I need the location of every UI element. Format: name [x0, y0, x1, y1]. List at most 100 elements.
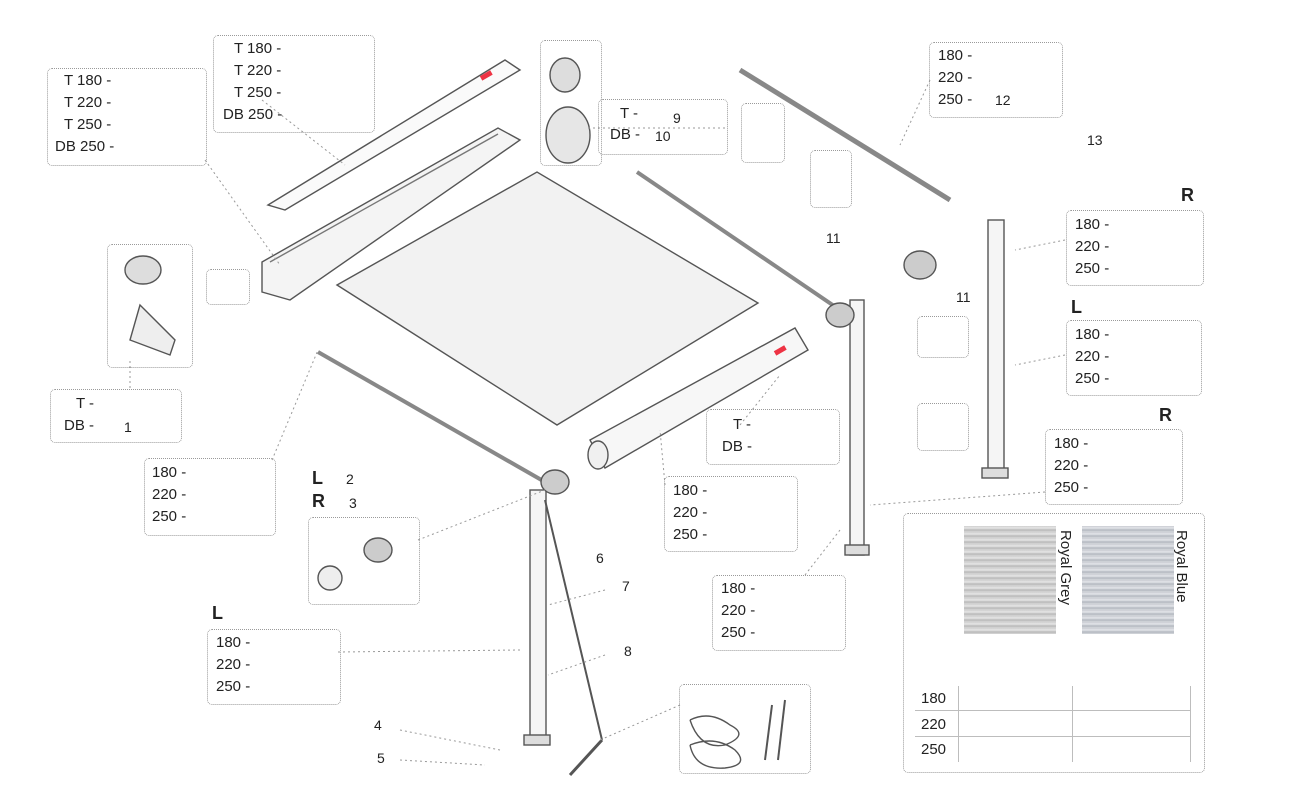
box-front-left-top-line-4: DB 250 -: [55, 138, 115, 155]
fabric-size-180: 180: [921, 690, 947, 707]
front-profile-rail: [261, 127, 522, 301]
box-front-center-top-line-1: T 180 -: [234, 40, 282, 57]
swatch-royal-grey: [964, 526, 1056, 634]
box-front-center-top-line-4: DB 250 -: [223, 106, 283, 123]
box-rear-rail-right-line-2: 220 -: [938, 69, 973, 86]
side-label-L-leg: L: [212, 603, 223, 623]
box-leg-right-l-line-1: 180 -: [1075, 326, 1110, 343]
box-small-bracket-left: [206, 269, 250, 305]
left-rafter: [317, 350, 546, 484]
right-rafter: [635, 170, 842, 312]
box-leg-right-r2-line-2: 220 -: [1054, 457, 1089, 474]
swatch-royal-blue: [1082, 526, 1174, 634]
box-rear-rail-right-line-1: 180 -: [938, 47, 973, 64]
box-front-rail-lengths-line-2: 220 -: [673, 504, 708, 521]
box-leg-center-line-2: 220 -: [721, 602, 756, 619]
box-front-rail-lengths-line-1: 180 -: [673, 482, 708, 499]
side-label-R-right: R: [1159, 405, 1172, 425]
fabric-table-divider-1: [915, 710, 1191, 711]
box-leg-left: [207, 629, 341, 705]
box-leg-right-r2: [1045, 429, 1183, 505]
rear-rail: [738, 67, 952, 203]
box-leg-left-line-1: 180 -: [216, 634, 251, 651]
box-rafter-left-line-1: 180 -: [152, 464, 187, 481]
callout-12: 12: [995, 92, 1011, 108]
box-front-center-top: [213, 35, 375, 133]
box-end-cap-left-line-2: DB -: [64, 417, 94, 434]
side-label-R-joint: R: [312, 491, 325, 511]
box-leg-right-r2-line-3: 250 -: [1054, 479, 1089, 496]
box-end-cap-left-variant: [50, 389, 182, 443]
side-label-L-right: L: [1071, 297, 1082, 317]
top-cover: [266, 59, 522, 211]
box-end-cap-left: [107, 244, 193, 368]
callout-2: 2: [346, 471, 354, 487]
box-leg-center-line-3: 250 -: [721, 624, 756, 641]
callout-1: 1: [124, 419, 132, 435]
box-leg-right-r-line-2: 220 -: [1075, 238, 1110, 255]
box-front-rail-lengths: [664, 476, 798, 552]
box-leg-right-r2-line-1: 180 -: [1054, 435, 1089, 452]
side-label-L-joint: L: [312, 468, 323, 488]
box-front-left-top-line-1: T 180 -: [64, 72, 112, 89]
fabric-sheet: [335, 171, 760, 426]
box-leg-left-line-2: 220 -: [216, 656, 251, 673]
fabric-table-col-1: [958, 686, 959, 762]
box-rear-rail-right: [929, 42, 1063, 118]
side-label-R-top: R: [1181, 185, 1194, 205]
box-leg-right-r: [1066, 210, 1204, 286]
box-front-left-top: [47, 68, 207, 166]
box-rafter-left: [144, 458, 276, 536]
box-front-rail-end-line-1: T -: [733, 416, 752, 433]
box-bracket-11b: [917, 316, 969, 358]
box-leg-left-line-3: 250 -: [216, 678, 251, 695]
box-leg-right-l-line-3: 250 -: [1075, 370, 1110, 387]
box-leg-right-l: [1066, 320, 1202, 396]
tension-pole: [544, 499, 603, 741]
box-leg-right-r-line-1: 180 -: [1075, 216, 1110, 233]
callout-11a: 11: [826, 230, 841, 246]
callout-7: 7: [622, 578, 630, 594]
box-leg-center: [712, 575, 846, 651]
callout-9: 9: [673, 110, 681, 126]
box-front-center-top-line-3: T 250 -: [234, 84, 282, 101]
box-bracket-lower: [917, 403, 969, 451]
box-end-cap-right-line-1: T -: [620, 105, 639, 122]
box-front-rail-end: [706, 409, 840, 465]
fabric-table-col-2: [1072, 686, 1073, 762]
left-leg: [529, 489, 547, 741]
fabric-table-col-3: [1190, 686, 1191, 762]
box-end-cap-left-line-1: T -: [76, 395, 95, 412]
callout-3: 3: [349, 495, 357, 511]
box-leg-right-l-line-2: 220 -: [1075, 348, 1110, 365]
box-leg-center-line-1: 180 -: [721, 580, 756, 597]
box-leg-right-r-line-3: 250 -: [1075, 260, 1110, 277]
box-end-cap-right-line-2: DB -: [610, 126, 640, 143]
fabric-table-divider-2: [915, 736, 1191, 737]
callout-5: 5: [377, 750, 385, 766]
callout-8: 8: [624, 643, 632, 659]
box-ground-kit: [679, 684, 811, 774]
callout-6: 6: [596, 550, 604, 566]
callout-10: 10: [655, 128, 671, 144]
fabric-size-250: 250: [921, 741, 947, 758]
box-bracket-mid: [741, 103, 785, 163]
box-front-rail-lengths-line-3: 250 -: [673, 526, 708, 543]
center-leg: [849, 299, 865, 556]
box-rafter-left-line-2: 220 -: [152, 486, 187, 503]
callout-11b: 11: [956, 289, 971, 305]
fabric-size-220: 220: [921, 716, 947, 733]
callout-13: 13: [1087, 132, 1103, 148]
box-joint-kit: [308, 517, 420, 605]
swatch-royal-blue-label: Royal Blue: [1173, 530, 1190, 603]
box-rear-rail-right-line-3: 250 -: [938, 91, 973, 108]
box-front-center-top-line-2: T 220 -: [234, 62, 282, 79]
box-front-left-top-line-3: T 250 -: [64, 116, 112, 133]
swatch-royal-grey-label: Royal Grey: [1057, 530, 1074, 606]
box-front-left-top-line-2: T 220 -: [64, 94, 112, 111]
box-rafter-left-line-3: 250 -: [152, 508, 187, 525]
right-leg: [987, 219, 1005, 476]
box-end-cap-right-variant: [598, 99, 728, 155]
